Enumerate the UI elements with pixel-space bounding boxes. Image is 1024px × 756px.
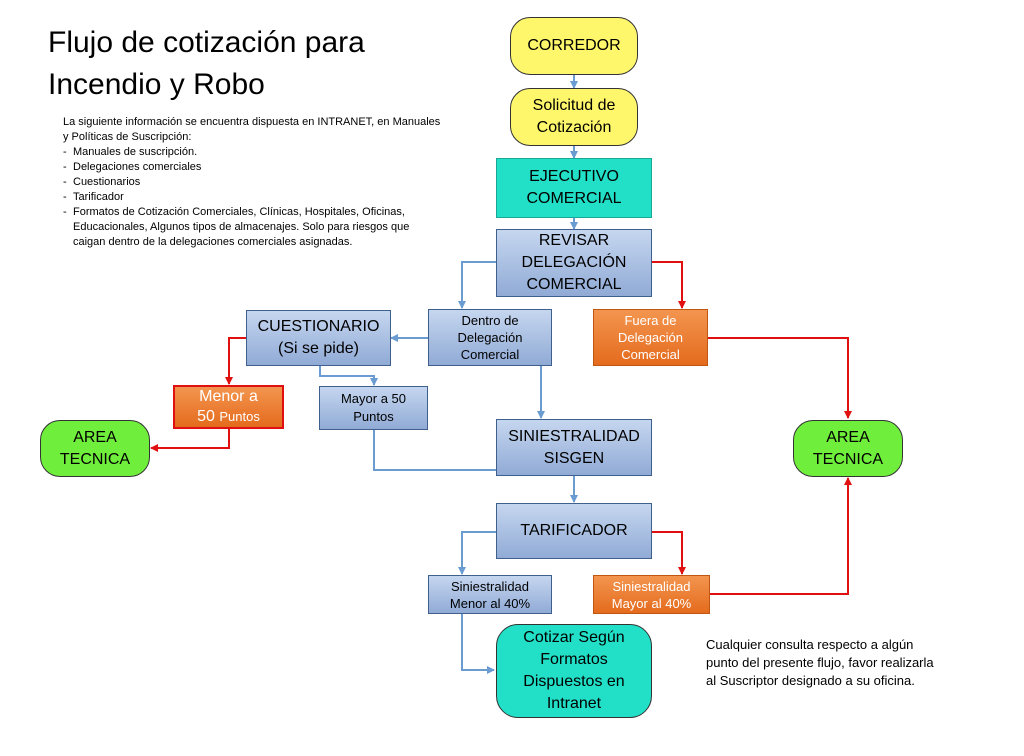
node-solicitud-line: Solicitud de	[532, 97, 616, 114]
arrow-fuera-area-right	[708, 337, 852, 419]
node-ejecutivo-line: COMERCIAL	[526, 190, 622, 207]
node-dentro-line: Comercial	[460, 347, 520, 362]
node-area-left-line: TECNICA	[59, 450, 131, 468]
node-solicitud: Solicitud de Cotización	[510, 88, 638, 146]
node-dentro-line: Dentro de	[461, 313, 519, 328]
node-mayor-line: Mayor a 50	[340, 391, 407, 406]
arrow-mayor-siniestralidad	[373, 430, 496, 471]
node-cuestionario-line: CUESTIONARIO	[257, 318, 380, 335]
intro-item: Formatos de Cotización Comerciales, Clín…	[63, 205, 443, 250]
node-menor-number: 50	[197, 408, 220, 425]
footnote: Cualquier consulta respecto a algún punt…	[706, 637, 934, 688]
arrow-revisar-fuera	[652, 261, 686, 309]
node-area-left-line: AREA	[73, 428, 117, 446]
node-revisar-delegacion: REVISAR DELEGACIÓN COMERCIAL	[496, 229, 652, 297]
node-siniestralidad-line: SISGEN	[543, 449, 605, 467]
arrow-cuestionario-mayor	[319, 366, 378, 386]
node-cotizar-formatos: Cotizar Según Formatos Dispuestos en Int…	[496, 624, 652, 718]
node-cuestionario-line: (Si se pide)	[278, 340, 359, 357]
node-revisar-line: REVISAR	[538, 232, 610, 249]
page-title: Flujo de cotización para Incendio y Robo	[48, 22, 448, 106]
node-sin-mayor-line: Siniestralidad	[612, 578, 691, 594]
node-corredor: CORREDOR	[510, 17, 638, 75]
intro-item: Delegaciones comerciales	[63, 160, 443, 175]
node-dentro-delegacion: Dentro de Delegación Comercial	[428, 309, 552, 366]
node-menor-line: Menor a	[199, 388, 258, 405]
node-dentro-line: Delegación	[457, 330, 523, 345]
node-sin-menor-line: Siniestralidad	[450, 578, 530, 594]
node-cotizar-line: Dispuestos en	[523, 673, 625, 690]
arrow-tarificador-sinmayor	[652, 531, 686, 575]
node-ejecutivo-line: EJECUTIVO	[529, 168, 619, 185]
node-siniestralidad-sisgen: SINIESTRALIDAD SISGEN	[496, 419, 652, 476]
intro-block: La siguiente información se encuentra di…	[63, 115, 443, 250]
node-cotizar-line: Cotizar Según	[523, 629, 625, 646]
node-area-right-line: TECNICA	[812, 450, 884, 468]
intro-list: Manuales de suscripción. Delegaciones co…	[63, 145, 443, 250]
arrow-menor-area-left	[150, 428, 230, 452]
node-area-tecnica-left: AREA TECNICA	[40, 420, 150, 477]
node-area-right-line: AREA	[826, 428, 870, 446]
arrow-sinmayor-area-right	[710, 477, 852, 595]
arrow-sinmenor-cotizar	[461, 614, 495, 674]
node-menor-unit: Puntos	[219, 409, 260, 424]
title-line-1: Flujo de cotización para	[48, 26, 365, 59]
arrow-cuestionario-menor	[225, 337, 246, 385]
node-menor-50-puntos: Menor a 50 Puntos	[173, 385, 284, 429]
node-sin-menor-line: Menor al 40%	[449, 595, 531, 611]
node-area-tecnica-right: AREA TECNICA	[793, 420, 903, 477]
node-fuera-delegacion: Fuera de Delegación Comercial	[593, 309, 708, 366]
node-fuera-line: Comercial	[621, 347, 680, 362]
intro-text: La siguiente información se encuentra di…	[63, 116, 441, 143]
intro-item: Cuestionarios	[63, 175, 443, 190]
node-tarificador-label: TARIFICADOR	[520, 522, 628, 539]
node-siniestralidad-line: SINIESTRALIDAD	[508, 427, 640, 445]
node-siniestralidad-menor: Siniestralidad Menor al 40%	[428, 575, 552, 614]
node-mayor-line: Puntos	[353, 409, 394, 424]
node-mayor-50-puntos: Mayor a 50 Puntos	[319, 386, 428, 430]
node-cuestionario: CUESTIONARIO (Si se pide)	[246, 310, 391, 366]
node-fuera-line: Delegación	[617, 330, 684, 345]
node-solicitud-line: Cotización	[536, 119, 612, 136]
node-sin-mayor-line: Mayor al 40%	[611, 595, 692, 611]
node-fuera-line: Fuera de	[624, 313, 677, 328]
node-revisar-line: COMERCIAL	[526, 276, 622, 293]
node-cotizar-line: Intranet	[546, 695, 602, 712]
arrow-tarificador-sinmenor	[458, 531, 496, 575]
node-ejecutivo-comercial: EJECUTIVO COMERCIAL	[496, 158, 652, 218]
node-cotizar-line: Formatos	[540, 651, 608, 668]
arrow-revisar-dentro	[458, 261, 496, 309]
intro-item: Manuales de suscripción.	[63, 145, 443, 160]
node-menor-line: 50 Puntos	[197, 407, 260, 427]
node-siniestralidad-mayor: Siniestralidad Mayor al 40%	[593, 575, 710, 614]
node-revisar-line: DELEGACIÓN	[521, 254, 627, 271]
intro-item: Tarificador	[63, 190, 443, 205]
node-tarificador: TARIFICADOR	[496, 503, 652, 559]
title-line-2: Incendio y Robo	[48, 68, 265, 101]
node-corredor-label: CORREDOR	[527, 37, 621, 54]
